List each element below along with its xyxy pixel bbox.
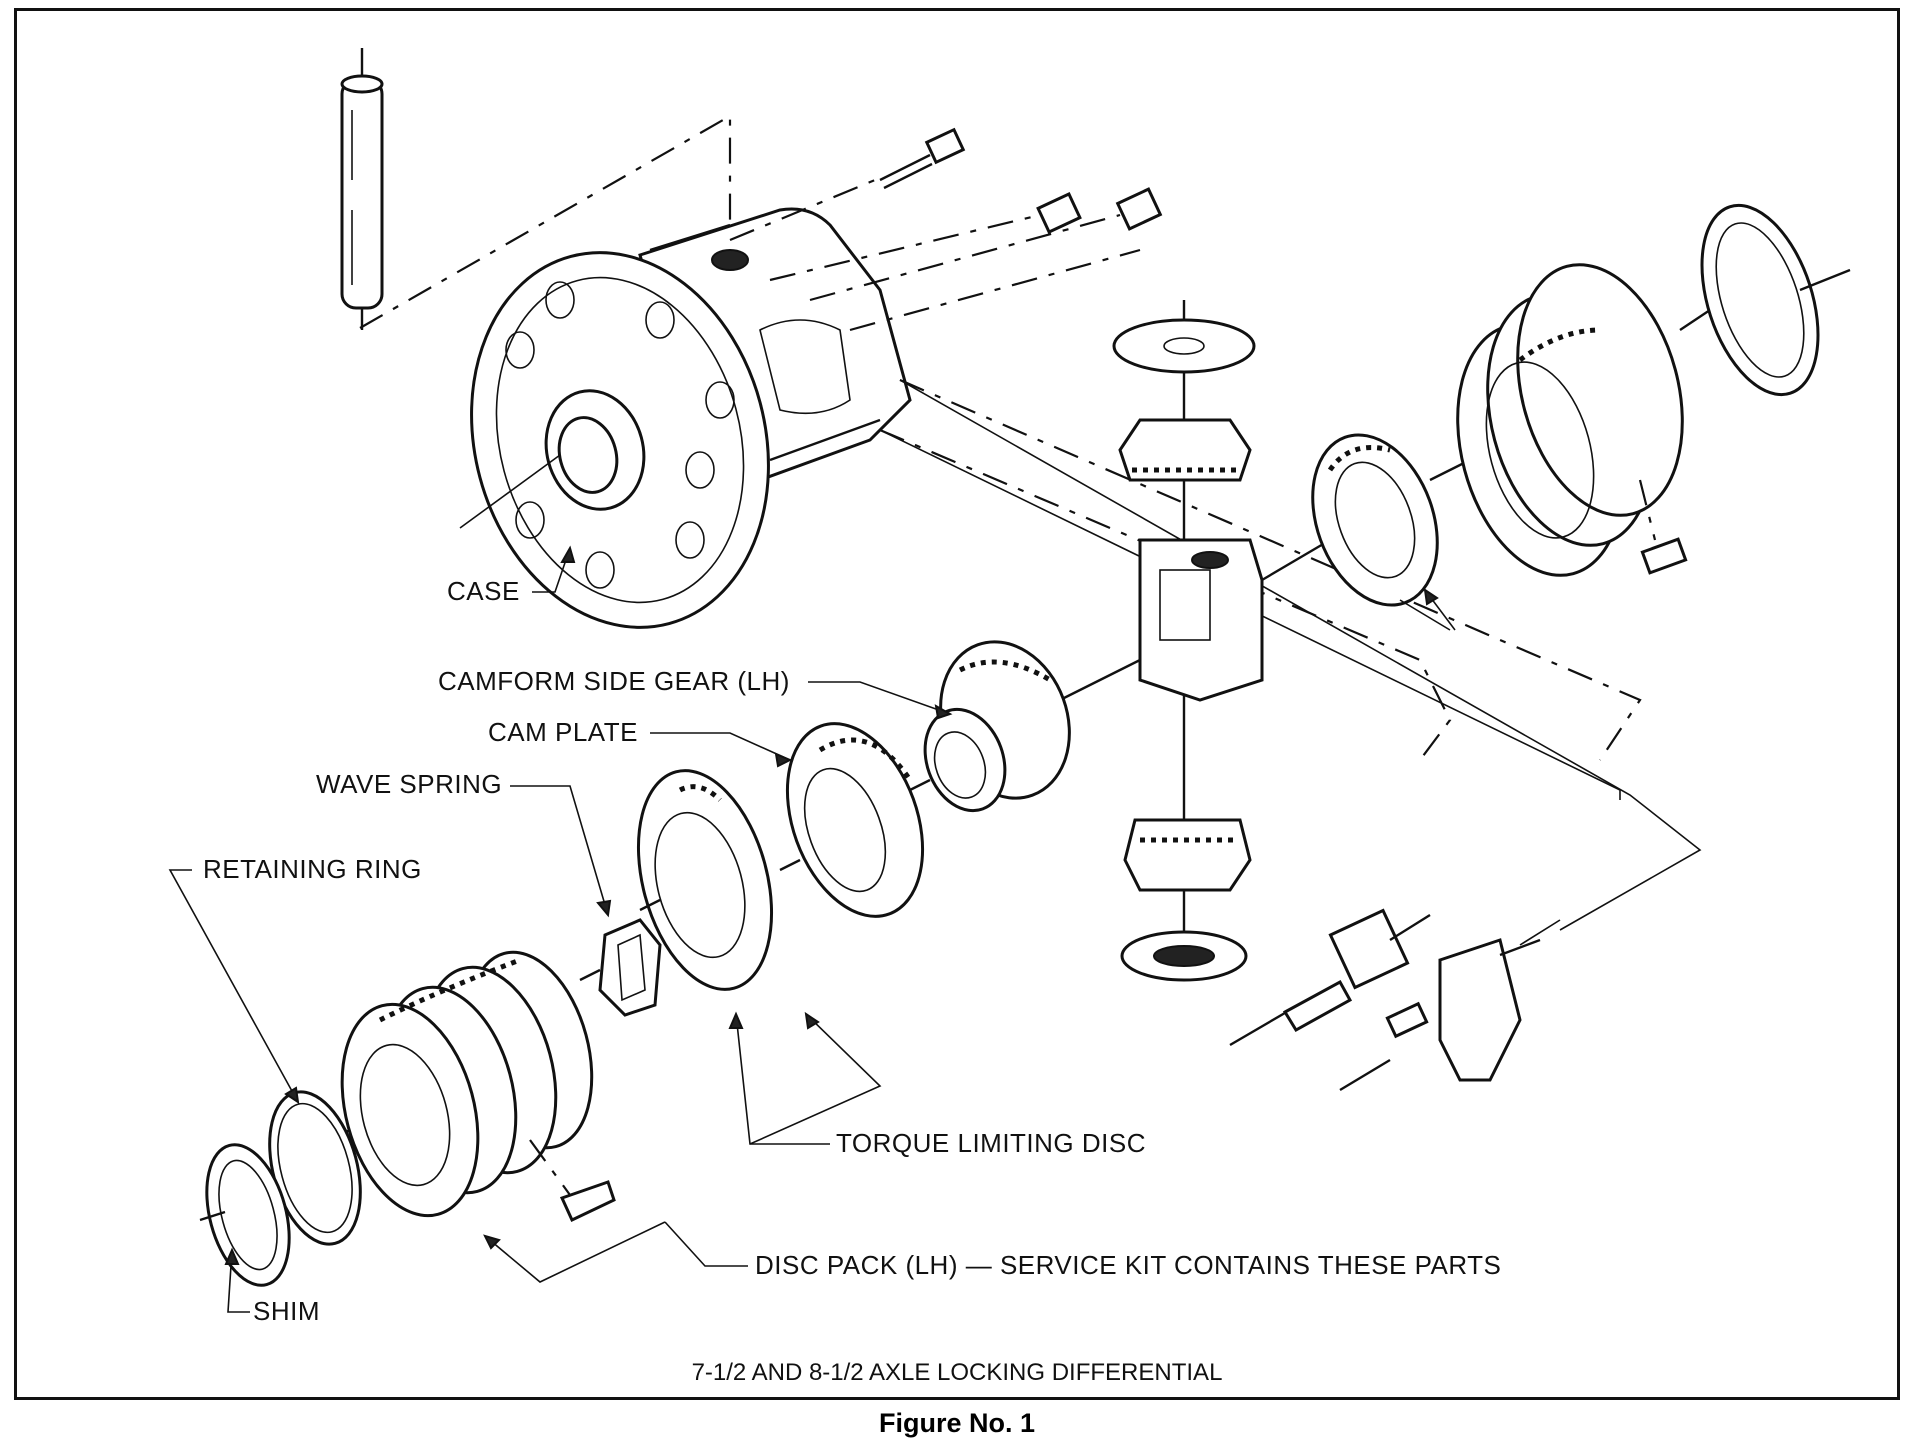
leader-lines <box>168 454 1456 1313</box>
figure-caption: 7-1/2 AND 8-1/2 AXLE LOCKING DIFFERENTIA… <box>692 1359 1223 1386</box>
cam-plate <box>779 722 931 918</box>
axis-guide-upper <box>899 378 1642 761</box>
label-shim: SHIM <box>253 1296 320 1326</box>
case-bolt <box>729 127 1163 332</box>
side-gear-rh <box>1261 433 1451 631</box>
label-torque-limiting-disc: TORQUE LIMITING DISC <box>836 1128 1146 1158</box>
pinion-gear-assembly <box>1112 300 1264 982</box>
axis-guide-line <box>899 379 1702 931</box>
label-camform-side-gear: CAMFORM SIDE GEAR (LH) <box>438 666 790 696</box>
governor-assembly <box>1339 919 1561 1092</box>
label-cam-plate: CAM PLATE <box>488 717 638 747</box>
disc-pack-rh <box>1429 203 1851 577</box>
label-case: CASE <box>447 576 520 606</box>
axis-guide-line-2 <box>879 429 1621 800</box>
figure-number: Figure No. 1 <box>878 1408 1035 1438</box>
label-wave-spring: WAVE SPRING <box>316 769 502 799</box>
label-disc-pack: DISC PACK (LH) — SERVICE KIT CONTAINS TH… <box>755 1250 1501 1280</box>
pinion-shaft-assembly <box>1229 908 1431 1047</box>
shim-part <box>199 1143 291 1287</box>
label-retaining-ring: RETAINING RING <box>203 854 422 884</box>
wave-spring <box>579 918 662 1017</box>
disc-pack-lh <box>340 950 616 1223</box>
camform-side-gear <box>923 640 1141 813</box>
cross-pin <box>340 48 384 330</box>
torque-limiting-disc <box>636 769 774 991</box>
case-part <box>470 207 912 629</box>
